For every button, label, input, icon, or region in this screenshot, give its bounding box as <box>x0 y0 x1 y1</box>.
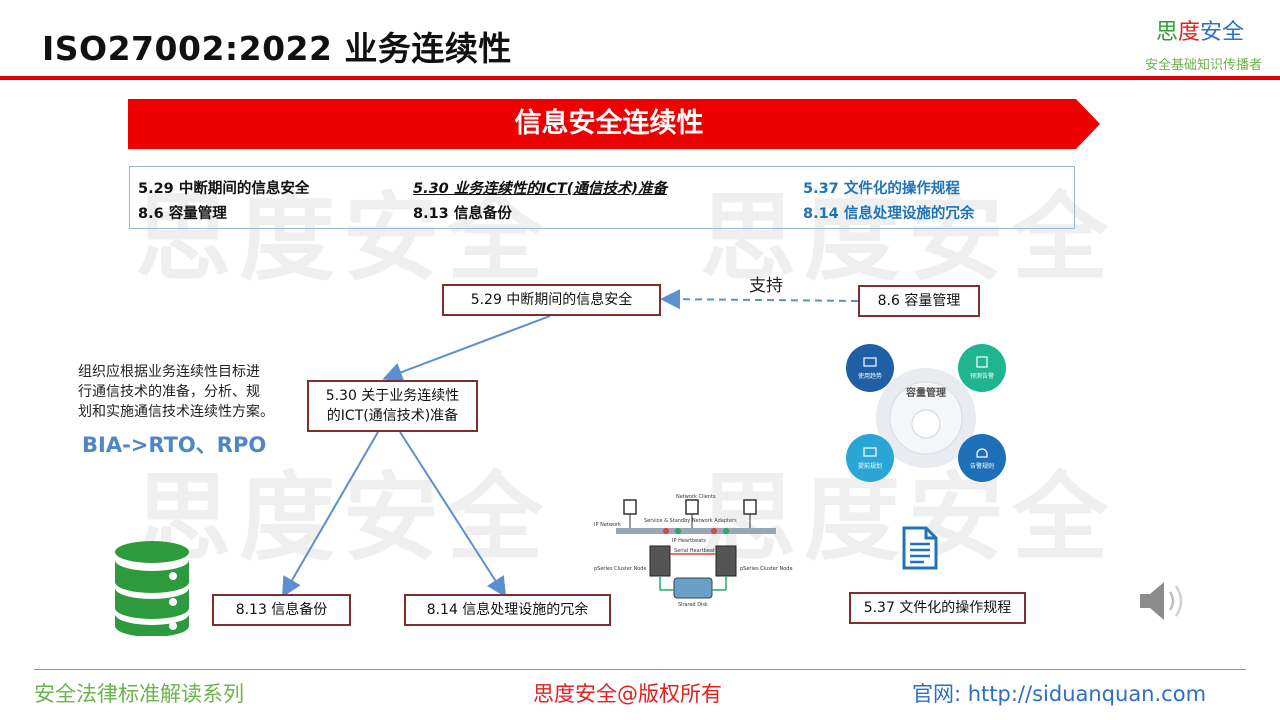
note-line: 组织应根据业务连续性目标进 <box>78 364 260 380</box>
control-8-14: 8.14 信息处理设施的冗余 <box>803 206 975 222</box>
footer-divider <box>34 669 1246 670</box>
node-5-30: 5.30 关于业务连续性 的ICT(通信技术)准备 <box>307 380 478 432</box>
speaker-icon[interactable] <box>1136 576 1188 626</box>
page-title: ISO27002:2022 业务连续性 <box>42 29 512 68</box>
support-label: 支持 <box>749 276 783 296</box>
section-banner-title: 信息安全连续性 <box>514 108 704 139</box>
watermark: 思度安全 <box>135 462 551 574</box>
capacity-center-label: 容量管理 <box>905 386 946 399</box>
note-line: 行通信技术的准备，分析、规 <box>78 384 260 400</box>
brand-part-2: 度 <box>1177 20 1200 45</box>
support-arrow <box>660 289 859 310</box>
arrow-529-to-530 <box>382 315 551 382</box>
node-5-37: 5.37 文件化的操作规程 <box>849 592 1026 624</box>
watermark: 思度安全 <box>700 182 1116 294</box>
cluster-network-diagram: Network Clients IP Network Service & Sta… <box>594 494 793 608</box>
watermark: 思度安全 <box>135 182 551 294</box>
node-5-29: 5.29 中断期间的信息安全 <box>442 284 661 316</box>
control-5-30: 5.30 业务连续性的ICT(通信技术)准备 <box>413 181 668 197</box>
net-label: IP Heartbeats <box>672 538 706 544</box>
net-label: pSeries Cluster Node <box>740 566 793 572</box>
control-8-6: 8.6 容量管理 <box>138 206 227 222</box>
net-label: Service & Standby Network Adapters <box>644 518 737 524</box>
bia-label: BIA->RTO、RPO <box>82 433 267 457</box>
control-8-13: 8.13 信息备份 <box>413 206 512 222</box>
control-5-37: 5.37 文件化的操作规程 <box>803 181 960 197</box>
node-5-30-line1: 5.30 关于业务连续性 <box>325 388 460 404</box>
capacity-item: 告警规则 <box>970 462 994 470</box>
arrow-530-to-814 <box>399 431 507 598</box>
net-label: Network Clients <box>676 494 716 500</box>
capacity-management-graphic: 容量管理 使用趋势 预测告警 提前规划 告警规则 <box>846 344 1006 482</box>
section-banner <box>128 99 1100 149</box>
node-8-13: 8.13 信息备份 <box>212 594 351 626</box>
node-8-14: 8.14 信息处理设施的冗余 <box>404 594 611 626</box>
net-label: Shared Disk <box>678 602 708 608</box>
control-5-29: 5.29 中断期间的信息安全 <box>138 181 310 197</box>
brand-slogan: 安全基础知识传播者 <box>1144 58 1262 73</box>
capacity-item: 预测告警 <box>970 372 994 380</box>
brand-part-1: 思 <box>1155 20 1178 45</box>
controls-box <box>129 166 1075 229</box>
node-5-30-line2: 的ICT(通信技术)准备 <box>326 408 459 424</box>
net-label: pSeries Cluster Node <box>594 566 647 572</box>
node-8-6: 8.6 容量管理 <box>858 285 980 317</box>
capacity-item: 提前规划 <box>858 462 882 470</box>
note-line: 划和实施通信技术连续性方案。 <box>78 404 274 420</box>
net-label: IP Network <box>594 522 621 528</box>
net-label: Serial Heartbeat <box>674 548 715 554</box>
brand-logo: 思度安全 <box>1156 14 1244 46</box>
capacity-item: 使用趋势 <box>858 372 882 380</box>
footer-website-link[interactable]: 官网: http://siduanquan.com <box>912 682 1207 706</box>
document-icon <box>902 526 938 570</box>
database-icon <box>115 541 189 636</box>
brand-part-3: 安全 <box>1199 20 1244 45</box>
arrow-530-to-813 <box>281 431 379 598</box>
header-divider <box>0 76 1280 80</box>
footer-copyright: 思度安全@版权所有 <box>533 682 722 706</box>
note-text: 组织应根据业务连续性目标进 行通信技术的准备，分析、规 划和实施通信技术连续性方… <box>78 362 274 422</box>
footer-series: 安全法律标准解读系列 <box>34 682 244 706</box>
